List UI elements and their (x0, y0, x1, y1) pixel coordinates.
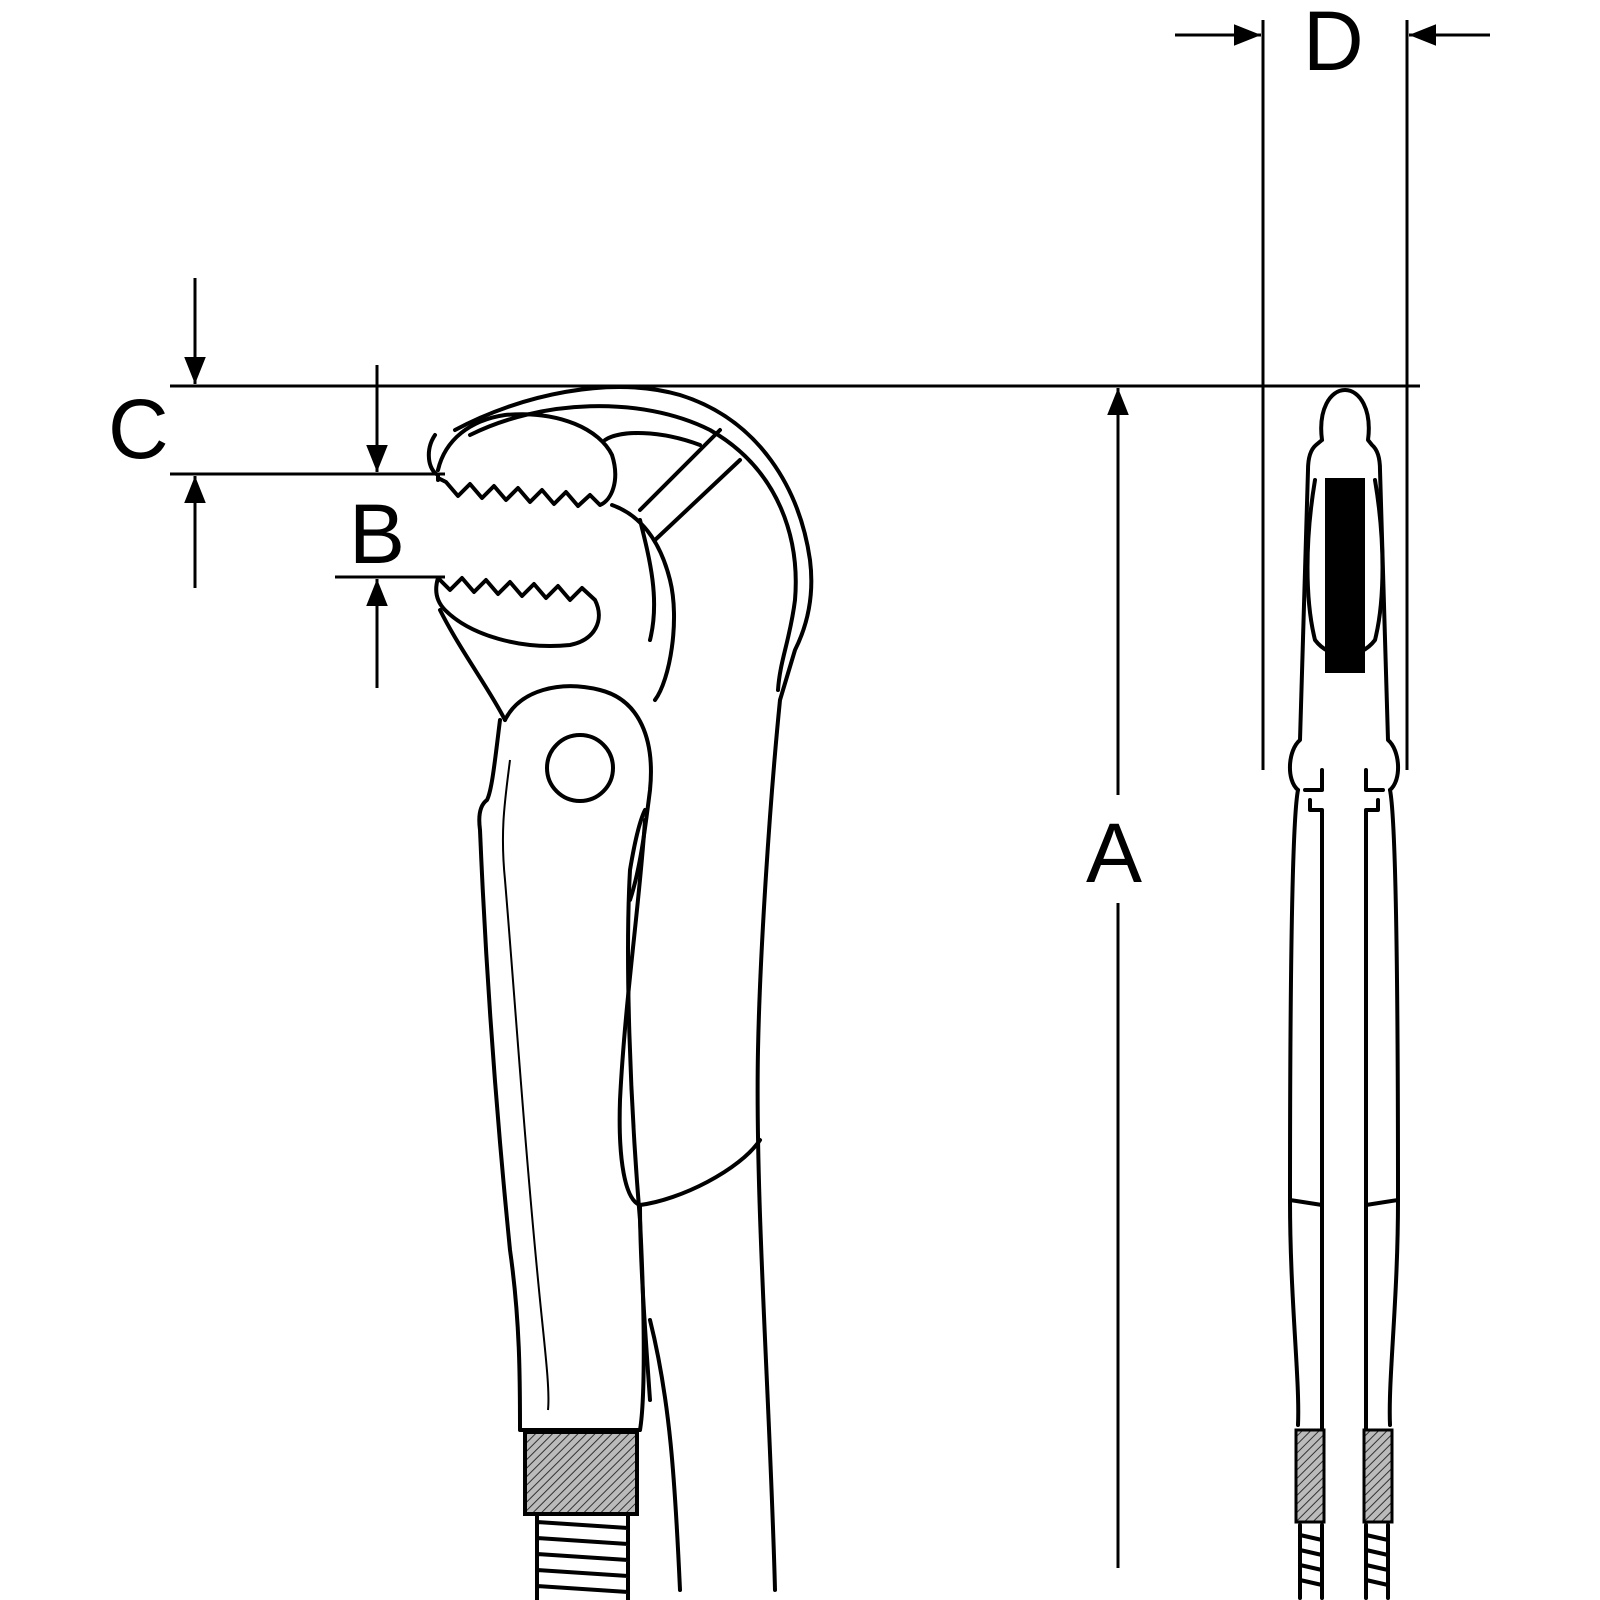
dimension-label-d: D (1303, 0, 1364, 88)
dimension-label-a: A (1086, 806, 1142, 900)
front-view-shank (1288, 768, 1400, 1432)
wrench-front-view (1288, 388, 1400, 1600)
handle-grip-hatched (523, 1430, 639, 1516)
wrench-head-inner (468, 404, 798, 692)
front-view-grip-left (1294, 1428, 1326, 1524)
lower-jaw-body (438, 503, 676, 722)
handle-thread (535, 1513, 630, 1600)
dimension-label-b: B (349, 487, 405, 581)
dimension-lines (170, 20, 1490, 1568)
handle-cover (617, 818, 762, 1402)
pivot-pin (545, 733, 615, 803)
link-strap (638, 428, 742, 542)
front-view-slot (1325, 478, 1365, 673)
wrench-body-outline (453, 385, 814, 1592)
front-view-thread (1298, 1523, 1390, 1600)
wrench-side-view (426, 385, 814, 1600)
inner-handle-inset (501, 759, 550, 1411)
front-view-grip-right (1362, 1428, 1394, 1524)
lower-jaw (434, 576, 601, 648)
front-view-head (1288, 388, 1400, 792)
upper-jaw (436, 412, 618, 508)
outer-handle-line (648, 1318, 682, 1592)
dimension-label-c: C (108, 382, 169, 476)
upper-jaw-sleeve (603, 431, 702, 447)
